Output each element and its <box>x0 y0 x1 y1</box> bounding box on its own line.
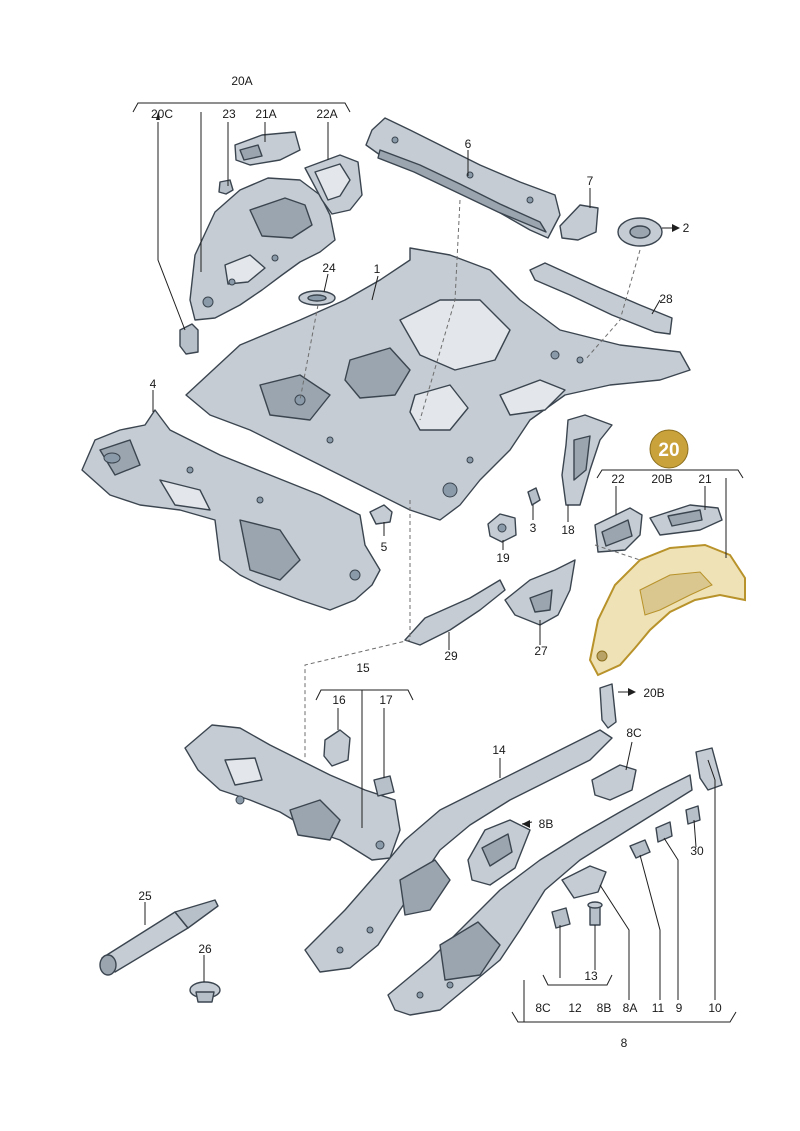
label-20C: 20C <box>151 107 173 121</box>
part-19-bracket <box>487 513 517 543</box>
highlight-badge-text: 20 <box>658 440 679 461</box>
arrow-heads <box>156 112 680 828</box>
part-16-bracket <box>323 729 351 767</box>
label-9: 9 <box>676 1001 683 1015</box>
part-27-panel <box>504 559 576 626</box>
part-18-pillar <box>561 414 613 506</box>
label-3: 3 <box>530 521 537 535</box>
dashed-guides <box>299 199 641 760</box>
part-30-clip <box>685 805 701 825</box>
label-22: 22 <box>611 472 625 486</box>
bracket-15 <box>315 689 414 701</box>
part-8-longitudinal-member <box>387 774 693 1016</box>
label-8C-bottom: 8C <box>535 1001 551 1015</box>
label-23: 23 <box>222 107 236 121</box>
label-26: 26 <box>198 942 212 956</box>
label-15: 15 <box>356 661 370 675</box>
label-27: 27 <box>534 644 548 658</box>
part-20C-bracket-lower <box>179 323 199 355</box>
label-6: 6 <box>465 137 472 151</box>
part-20-wheelhouse-highlight <box>588 543 746 677</box>
label-10: 10 <box>708 1001 722 1015</box>
part-4-rear-panel <box>81 409 381 611</box>
part-21A-bracket <box>234 131 301 166</box>
part-20B-lower-bracket <box>599 683 617 729</box>
part-3-clip <box>527 487 541 506</box>
label-29: 29 <box>444 649 458 663</box>
part-2-mount <box>617 217 663 247</box>
label-28: 28 <box>659 292 673 306</box>
part-7-bracket <box>559 204 599 241</box>
label-20B-side: 20B <box>643 686 664 700</box>
label-13: 13 <box>584 969 598 983</box>
highlight-badge: 20 <box>649 429 689 469</box>
part-12-clip <box>551 907 571 929</box>
label-30: 30 <box>690 844 704 858</box>
part-labels: 20A 20C 23 21A 22A 6 7 2 24 1 28 4 5 3 1… <box>138 74 722 1050</box>
label-20A: 20A <box>231 74 252 88</box>
part-17-clip <box>373 775 395 797</box>
label-21: 21 <box>698 472 712 486</box>
part-25-sealant-tube <box>99 899 219 976</box>
label-2: 2 <box>683 221 690 235</box>
label-24: 24 <box>322 261 336 275</box>
bracket-20-group <box>596 469 744 479</box>
part-29-strut <box>404 579 506 646</box>
part-9-clip <box>655 821 673 843</box>
label-20B-top: 20B <box>651 472 672 486</box>
part-28-strip <box>529 262 673 335</box>
label-25: 25 <box>138 889 152 903</box>
label-14: 14 <box>492 743 506 757</box>
part-10-plate <box>695 747 723 791</box>
label-8C-top: 8C <box>626 726 642 740</box>
label-8B-bottom: 8B <box>597 1001 612 1015</box>
label-21A: 21A <box>255 107 276 121</box>
part-6-cross-member <box>365 117 561 239</box>
part-15-cross-member <box>184 724 401 861</box>
part-8B-bracket <box>467 819 531 886</box>
label-16: 16 <box>332 693 346 707</box>
part-8C-bracket-top <box>591 764 637 801</box>
label-19: 19 <box>496 551 510 565</box>
part-21-bracket <box>649 504 723 536</box>
part-26-plug <box>189 981 221 1003</box>
label-8B-mid: 8B <box>539 817 554 831</box>
part-13-bolt <box>587 901 603 926</box>
bracket-8 <box>511 1011 737 1023</box>
part-20C-wheelhouse-inner-left <box>189 177 336 321</box>
bracket-12 <box>542 974 613 986</box>
label-17: 17 <box>379 693 393 707</box>
label-8A: 8A <box>623 1001 638 1015</box>
label-4: 4 <box>150 377 157 391</box>
label-22A: 22A <box>316 107 337 121</box>
leader-lines <box>144 112 727 1022</box>
part-8A-panel <box>561 865 607 899</box>
label-7: 7 <box>587 174 594 188</box>
part-24-grommet <box>298 290 336 306</box>
label-1: 1 <box>374 262 381 276</box>
part-14-longitudinal-member <box>304 729 613 973</box>
part-11-clip <box>629 839 651 859</box>
label-12: 12 <box>568 1001 582 1015</box>
label-18: 18 <box>561 523 575 537</box>
part-22-bracket <box>594 507 643 553</box>
bracket-20A <box>132 102 351 113</box>
part-5-bracket <box>369 504 393 525</box>
label-11: 11 <box>652 1001 665 1015</box>
part-1-floor-pan <box>185 247 691 521</box>
label-8: 8 <box>621 1036 628 1050</box>
label-5: 5 <box>381 540 388 554</box>
part-23-clip <box>218 179 234 195</box>
part-22A-panel <box>304 154 363 215</box>
